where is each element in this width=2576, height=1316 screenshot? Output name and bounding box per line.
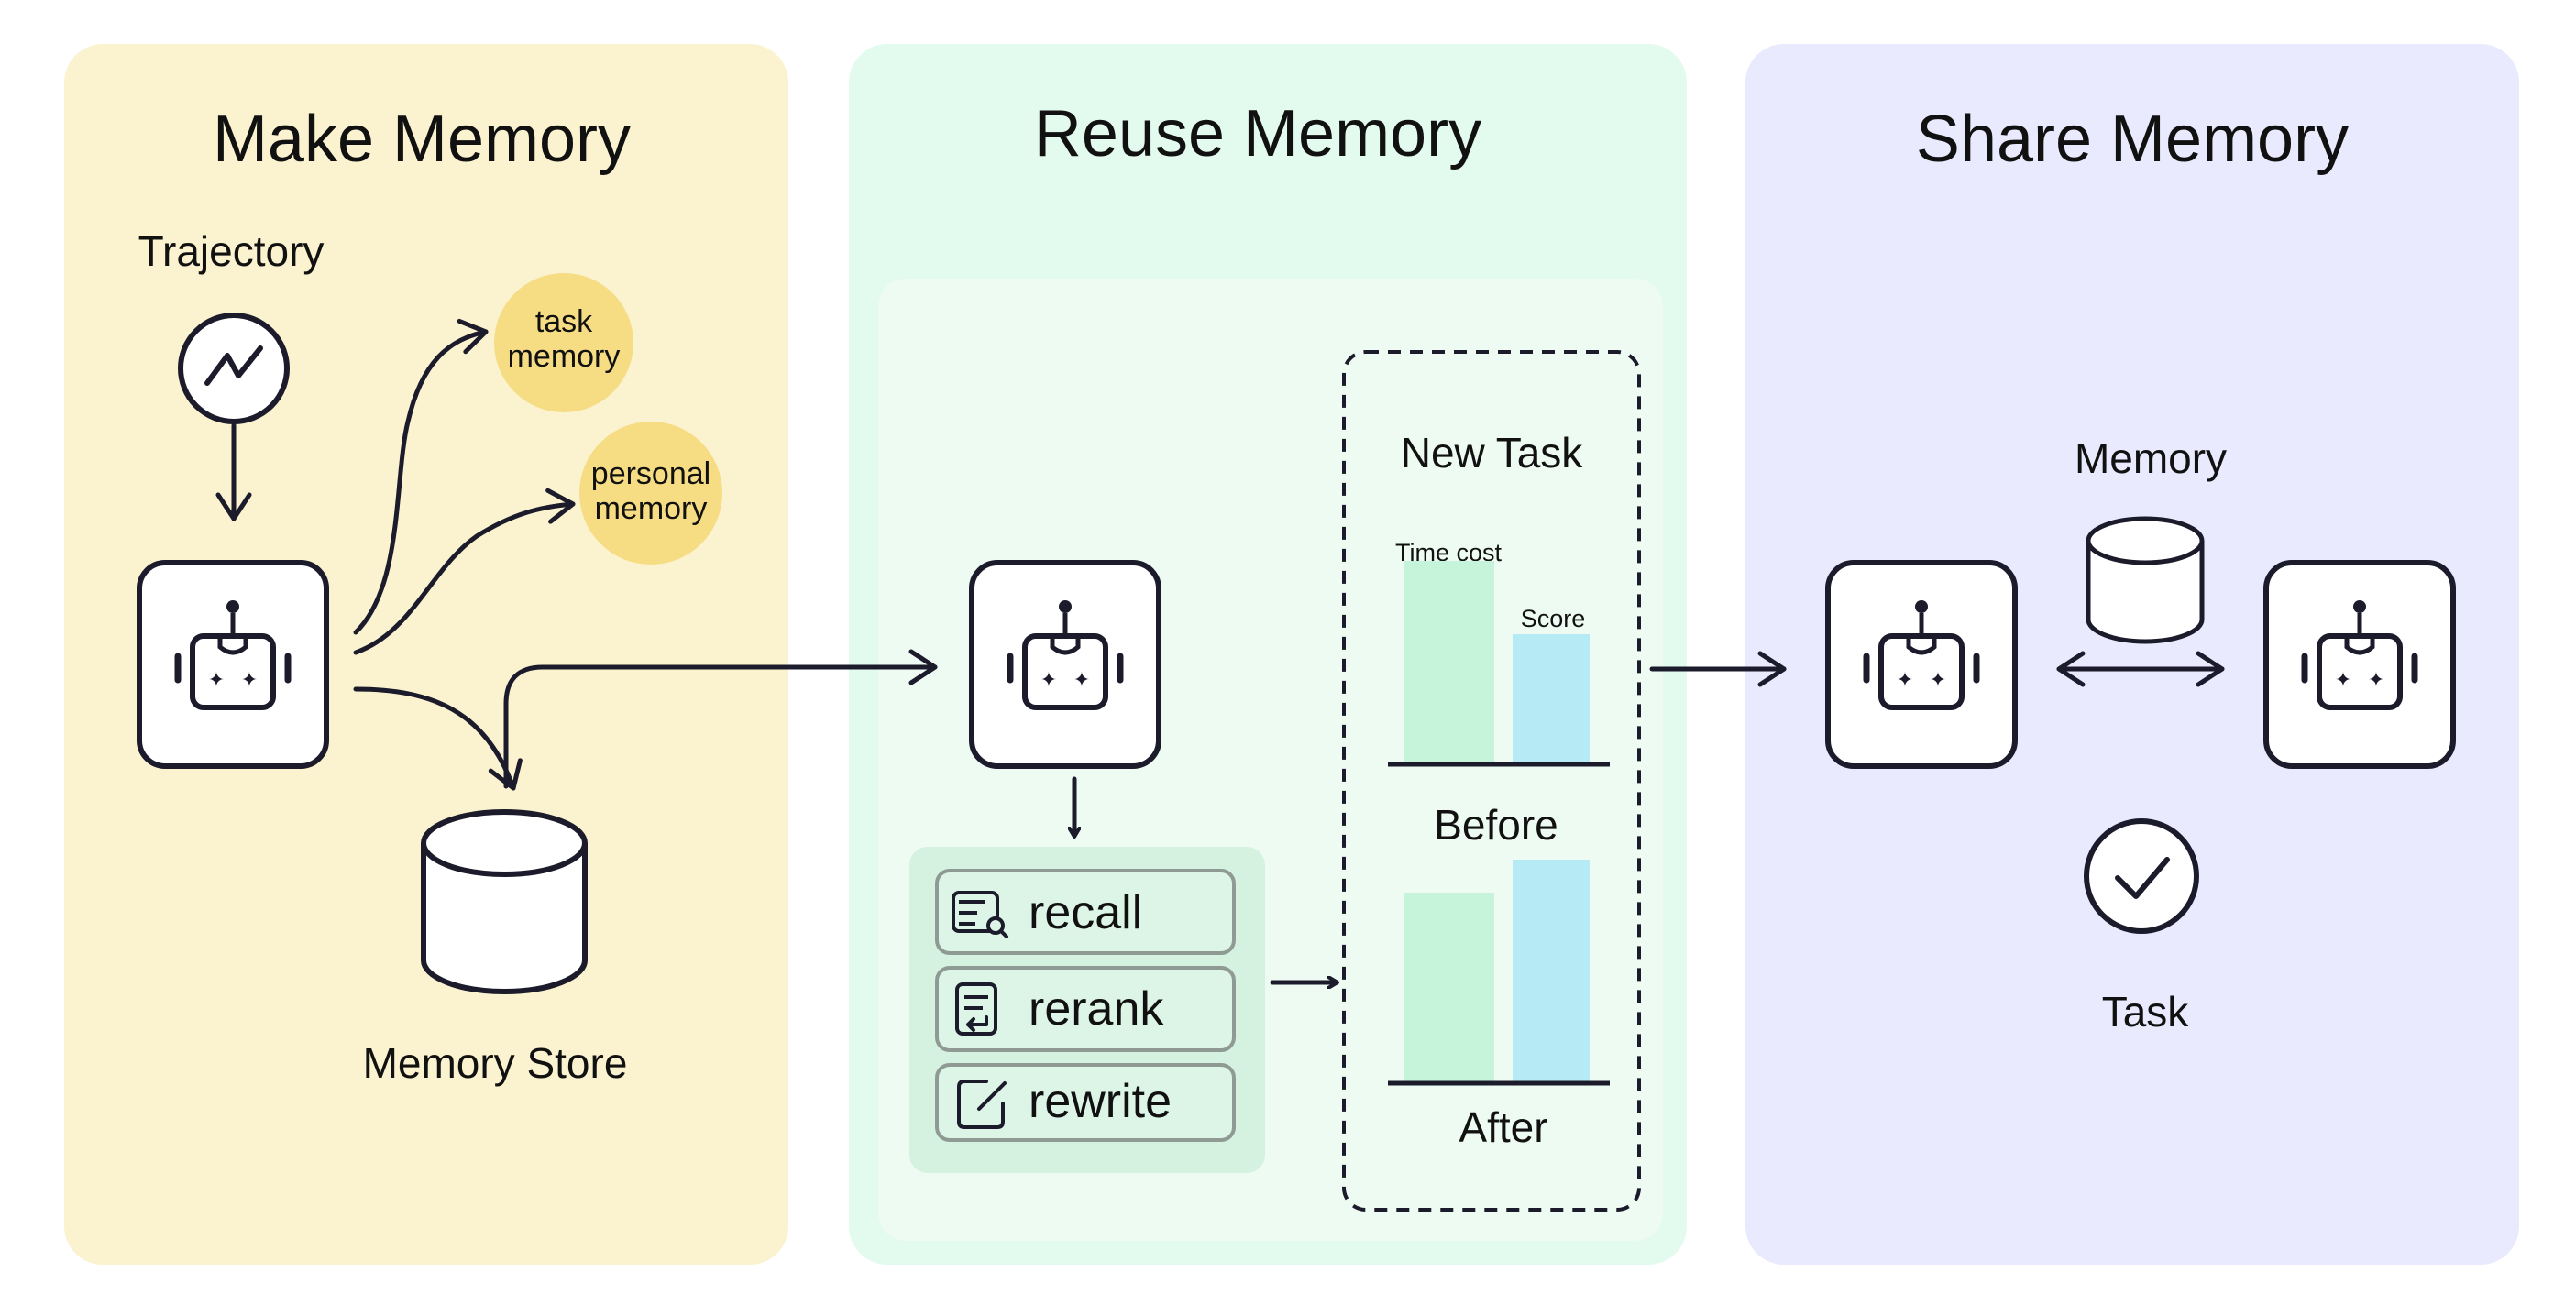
before-label: Before (1434, 801, 1558, 849)
database-icon (2086, 516, 2205, 644)
svg-text:memory: memory (595, 491, 708, 526)
edit-icon (957, 1080, 1007, 1129)
score-label: Score (1521, 605, 1586, 632)
robot-icon: ✦ ✦ (969, 560, 1161, 769)
new-task-title: New Task (1401, 429, 1584, 477)
before-score-bar (1513, 634, 1590, 762)
svg-text:✦: ✦ (241, 668, 258, 691)
make-memory-title: Make Memory (213, 103, 631, 176)
document-return-icon (955, 982, 997, 1036)
share-memory-title: Share Memory (1916, 103, 2349, 176)
recall-button[interactable]: recall (935, 869, 1236, 955)
after-time-cost-bar (1404, 893, 1494, 1081)
task-memory-bubble: task memory (494, 273, 633, 412)
robot-icon: ✦ ✦ (1825, 560, 2018, 769)
arrow-to-task-memory (353, 318, 489, 635)
check-circle-icon (2084, 818, 2199, 934)
robot-icon: ✦ ✦ (137, 560, 329, 769)
after-label: After (1459, 1103, 1547, 1151)
svg-text:✦: ✦ (1897, 668, 1913, 691)
svg-text:✦: ✦ (1040, 668, 1057, 691)
svg-text:✦: ✦ (1930, 668, 1946, 691)
svg-text:task: task (535, 304, 593, 339)
rerank-button[interactable]: rerank (935, 966, 1236, 1052)
rewrite-label: rewrite (1029, 1075, 1172, 1128)
recall-label: recall (1029, 886, 1142, 939)
memory-store-label: Memory Store (363, 1039, 628, 1087)
svg-text:personal: personal (591, 456, 710, 491)
reuse-memory-title: Reuse Memory (1034, 97, 1481, 170)
share-memory-label: Memory (2075, 434, 2227, 482)
svg-text:✦: ✦ (2335, 668, 2351, 691)
before-chart: Time cost Score (1388, 539, 1610, 767)
before-time-cost-bar (1404, 561, 1494, 762)
new-task-box (1342, 350, 1641, 1212)
trajectory-label: Trajectory (138, 227, 325, 275)
svg-text:✦: ✦ (2368, 668, 2384, 691)
svg-text:✦: ✦ (208, 668, 225, 691)
task-label: Task (2102, 988, 2190, 1036)
arrow-to-memory-store (353, 686, 523, 791)
search-list-icon (952, 891, 1008, 938)
robot-icon: ✦ ✦ (2263, 560, 2456, 769)
arrow-store-to-reuse-agent (503, 649, 938, 789)
svg-text:memory: memory (508, 339, 621, 374)
trend-line-icon (178, 313, 290, 424)
svg-text:✦: ✦ (1073, 668, 1090, 691)
rerank-label: rerank (1029, 982, 1164, 1036)
after-chart (1388, 860, 1610, 1086)
personal-memory-bubble: personal memory (579, 422, 722, 565)
arrow-to-personal-memory (353, 488, 576, 655)
after-score-bar (1513, 860, 1590, 1081)
rewrite-button[interactable]: rewrite (935, 1063, 1236, 1142)
database-icon (421, 809, 588, 994)
